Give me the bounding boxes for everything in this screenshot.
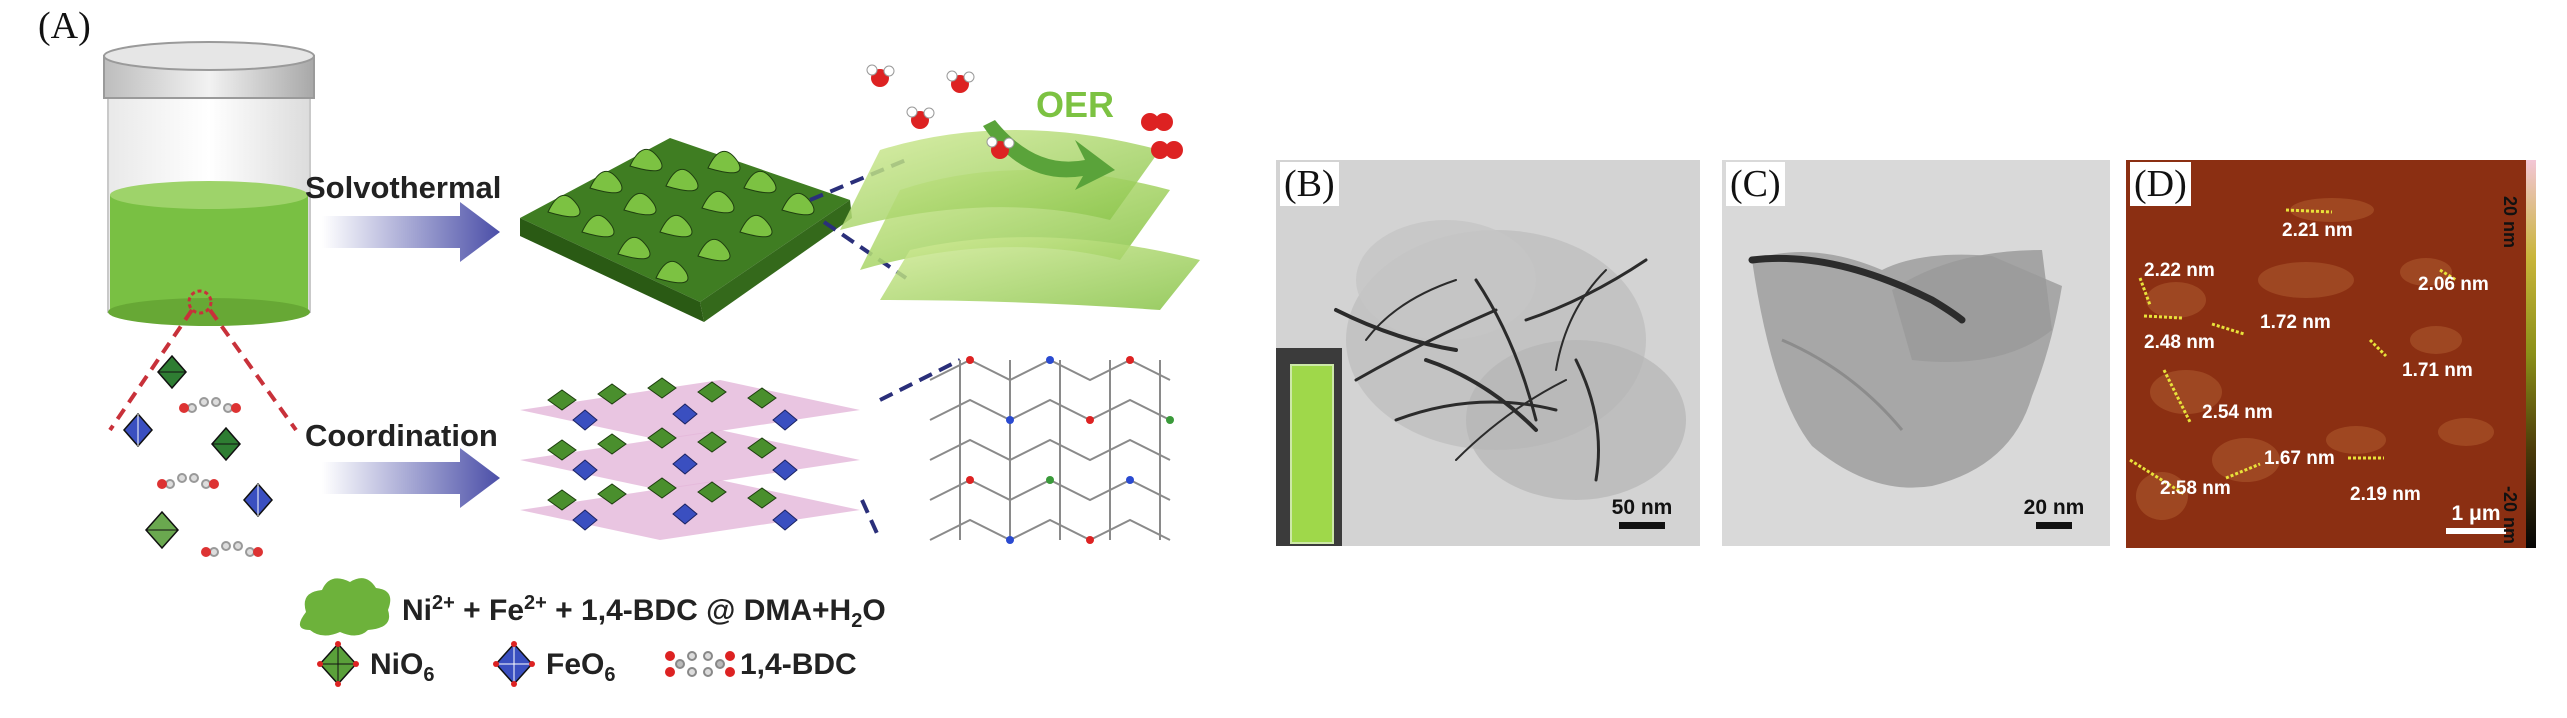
panel-b-scale-line [1619,522,1665,529]
green-cloud-icon [299,578,391,636]
height-label: 1.67 nm [2264,448,2335,469]
height-label: 1.71 nm [2402,360,2473,381]
oer-label: OER [1036,84,1115,125]
solvothermal-arrow [322,202,500,262]
coordination-arrow [322,448,500,508]
vial [103,41,315,326]
nio6-icon [317,641,359,687]
panel-d-afm-image [2126,160,2526,548]
crystal-framework [929,358,1171,542]
panel-b-tem-image [1276,160,1700,546]
framework-atoms [966,356,1174,544]
zoom-line-top-2 [822,220,908,280]
precursor-molecules [123,354,273,557]
water-molecules [866,64,1183,159]
height-label: 2.58 nm [2160,478,2231,499]
nio6-base: NiO [370,648,424,681]
height-label: 2.21 nm [2282,220,2353,241]
nio6-sub: 6 [423,664,435,686]
panel-a: (A) [0,0,1230,718]
height-label: 2.22 nm [2144,260,2215,281]
panel-d-colorbar [2526,160,2536,548]
bdc-icon [665,651,735,677]
panel-c-scalebar: 20 nm [2014,496,2094,529]
panel-b-letter: (B) [1280,162,1339,206]
panel-c-scale-line [2036,522,2072,529]
height-label: 2.19 nm [2350,484,2421,505]
ni-symbol: Ni [402,594,432,627]
panel-c: (C) 20 nm [1722,160,2110,546]
solvent-tail: O [862,594,886,627]
zoom-line-top-1 [809,158,907,202]
zoom-line-left [108,308,194,432]
panel-b-scale-text: 50 nm [1611,496,1673,519]
solvent-subscript: 2 [851,610,863,632]
panel-c-letter: (C) [1726,162,1785,206]
panel-a-scheme [103,41,1200,687]
height-label: 2.06 nm [2418,274,2489,295]
fe-symbol: Fe [489,594,525,627]
zoom-line-bottom-2 [860,499,882,541]
height-label: 2.48 nm [2144,332,2215,353]
nanosheet-zoom [840,120,1200,310]
panel-d: (D) 2.21 nm 2.22 nm 2.06 nm 2.48 nm 1.72… [2126,160,2536,548]
panel-d-scale-text: 1 μm [2451,502,2501,525]
panel-b-scalebar: 50 nm [1602,496,1682,529]
panel-c-scale-text: 20 nm [2023,496,2085,519]
solvent-name: DMA+H [743,594,852,627]
coordination-label: Coordination [305,418,498,453]
colorbar-top-label: 20 nm [2500,196,2520,249]
feo6-icon [493,641,535,687]
height-label: 2.54 nm [2202,402,2273,423]
panel-d-letter: (D) [2130,162,2191,206]
precursor-legend: Ni2+ + Fe2+ + 1,4-BDC @ DMA+H2O [402,592,886,632]
feo6-sub: 6 [604,664,616,686]
panel-d-scale-line [2446,528,2506,534]
panel-d-scalebar: 1 μm [2436,502,2516,534]
nanosheet-array [520,138,852,322]
zoom-line-bottom-1 [879,358,961,402]
feo6-base: FeO [546,648,605,681]
panel-b-inset-photo [1276,348,1342,546]
nio6-legend: NiO6 [370,648,434,687]
panel-b: (B) 50 nm [1276,160,1700,546]
inset-cuvette [1290,364,1334,544]
fe-charge: 2+ [524,592,547,614]
feo6-legend: FeO6 [546,648,615,687]
solvothermal-label: Solvothermal [305,170,502,205]
panel-c-tem-image [1722,160,2110,546]
ni-charge: 2+ [432,592,455,614]
height-label: 1.72 nm [2260,312,2331,333]
panel-a-letter: (A) [38,5,91,47]
bdc-legend: 1,4-BDC [740,648,857,681]
layered-mof [520,377,860,540]
ligand-name: 1,4-BDC [581,594,698,627]
zoom-line-right [208,308,298,432]
colorbar-bottom-label: -20 nm [2500,486,2520,545]
